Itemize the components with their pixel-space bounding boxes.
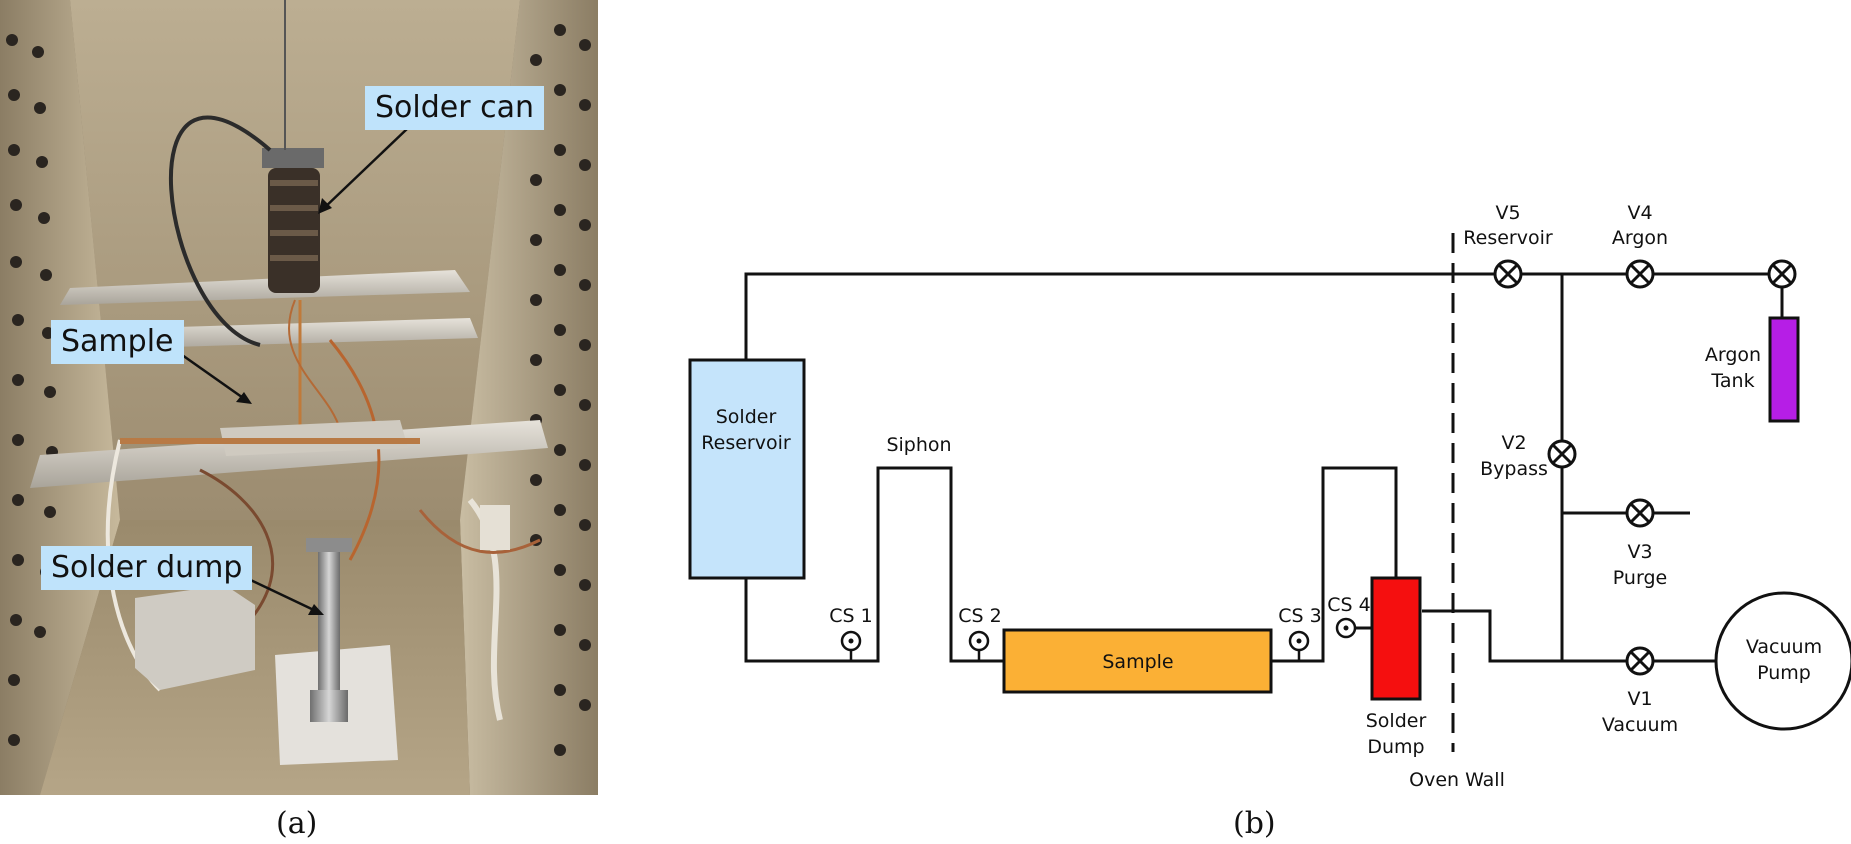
v3-sublabel: Purge [1613,567,1667,589]
argon-tank-label-1: Argon [1705,344,1761,366]
cs2-label: CS 2 [958,605,1001,627]
solder-reservoir-box [688,358,806,580]
current-sensor-cs4: CS 4 [1327,594,1371,639]
valve-argon-tank[interactable] [1767,259,1797,289]
vacuum-pump-circle [1714,591,1851,731]
cs1-label: CS 1 [829,605,872,627]
sample-label: Sample [1102,651,1173,673]
valve-v1[interactable]: V1 Vacuum [1602,646,1678,736]
cs4-label: CS 4 [1327,594,1370,616]
current-sensor-cs2: CS 2 [958,605,1002,661]
valve-v5[interactable]: V5 Reservoir [1463,202,1553,289]
solder-dump-box [1370,576,1422,701]
v4-label: V4 [1627,202,1652,224]
sample-callout: Sample [51,320,184,364]
siphon-label: Siphon [886,434,951,456]
solder-can-callout: Solder can [365,86,544,130]
v2-sublabel: Bypass [1480,458,1548,480]
caption-a: (a) [276,806,318,841]
solder-reservoir-label-1: Solder [716,406,777,428]
valve-v3[interactable]: V3 Purge [1613,498,1667,589]
v5-sublabel: Reservoir [1463,227,1553,249]
solder-reservoir-label-2: Reservoir [701,432,791,454]
sample-box [1002,628,1273,694]
v4-sublabel: Argon [1612,227,1668,249]
v2-label: V2 [1501,432,1526,454]
v1-sublabel: Vacuum [1602,714,1678,736]
vacuum-pump-label-2: Pump [1757,662,1811,684]
valve-v4[interactable]: V4 Argon [1612,202,1668,289]
current-sensor-cs3: CS 3 [1278,605,1322,661]
valve-v2[interactable]: V2 Bypass [1480,432,1577,480]
caption-b: (b) [1233,806,1276,841]
vacuum-pump-label-1: Vacuum [1746,636,1822,658]
v5-label: V5 [1495,202,1520,224]
solder-dump-callout: Solder dump [41,546,253,590]
argon-tank-label-2: Tank [1710,370,1754,392]
solder-dump-label-1: Solder [1366,710,1427,732]
argon-tank-box [1768,316,1800,423]
cs3-label: CS 3 [1278,605,1321,627]
solder-dump-label-2: Dump [1367,736,1424,758]
v3-label: V3 [1627,541,1652,563]
current-sensor-cs1: CS 1 [829,605,873,661]
oven-wall-label: Oven Wall [1409,769,1505,791]
oven-photo [0,0,598,795]
v1-label: V1 [1627,688,1652,710]
